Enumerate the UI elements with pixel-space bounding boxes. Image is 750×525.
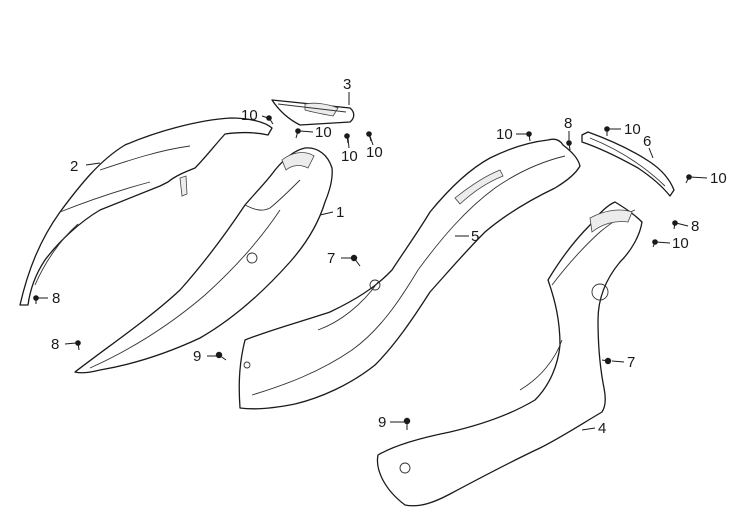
callout-1: 1 xyxy=(336,204,344,221)
callout-7-right: 7 xyxy=(627,354,635,371)
screw-icon xyxy=(604,126,610,136)
callout-10-c: 10 xyxy=(341,148,358,165)
callout-9-left: 9 xyxy=(193,348,201,365)
screw-icon xyxy=(75,340,81,351)
callout-2: 2 xyxy=(70,158,78,175)
part-3-upper-bracket xyxy=(271,99,355,126)
callout-10-f: 10 xyxy=(624,121,641,138)
callout-10-d: 10 xyxy=(366,144,383,161)
callout-9-right: 9 xyxy=(378,414,386,431)
screw-icon xyxy=(295,128,301,139)
part-5-center-side-cover xyxy=(238,138,581,410)
callout-10-g: 10 xyxy=(710,170,727,187)
screw-icon xyxy=(33,295,39,304)
callout-3: 3 xyxy=(343,76,351,93)
screw-icon xyxy=(685,174,692,184)
callout-10-b: 10 xyxy=(315,124,332,141)
callouts: 2 1 3 5 6 4 7 7 8 8 8 8 9 9 10 10 10 10 … xyxy=(51,76,727,437)
part-4-lower-side-cover xyxy=(376,201,643,507)
screw-icon xyxy=(601,357,612,365)
callout-8-c: 8 xyxy=(564,115,572,132)
screw-icon xyxy=(344,133,350,144)
part-2-upper-trim xyxy=(19,117,273,306)
callout-5: 5 xyxy=(471,228,479,245)
screw-icon xyxy=(366,131,372,142)
callout-8-b: 8 xyxy=(51,336,59,353)
callout-6: 6 xyxy=(643,133,651,150)
screw-icon xyxy=(526,131,532,142)
screw-icon xyxy=(652,239,658,248)
part-1-left-side-cover xyxy=(74,147,333,374)
screw-icon xyxy=(403,417,411,430)
screw-icon xyxy=(566,140,572,151)
callout-10-h: 10 xyxy=(672,235,689,252)
callout-10-a: 10 xyxy=(241,107,258,124)
fasteners xyxy=(33,115,692,430)
callout-8-d: 8 xyxy=(691,218,699,235)
screw-icon xyxy=(266,115,274,125)
part-6-trim-strip xyxy=(581,131,675,197)
screw-icon xyxy=(672,220,678,230)
callout-8-a: 8 xyxy=(52,290,60,307)
screw-icon xyxy=(350,254,361,267)
callout-7-left: 7 xyxy=(327,250,335,267)
callout-4: 4 xyxy=(598,420,606,437)
callout-10-e: 10 xyxy=(496,126,513,143)
screw-icon xyxy=(215,351,227,361)
